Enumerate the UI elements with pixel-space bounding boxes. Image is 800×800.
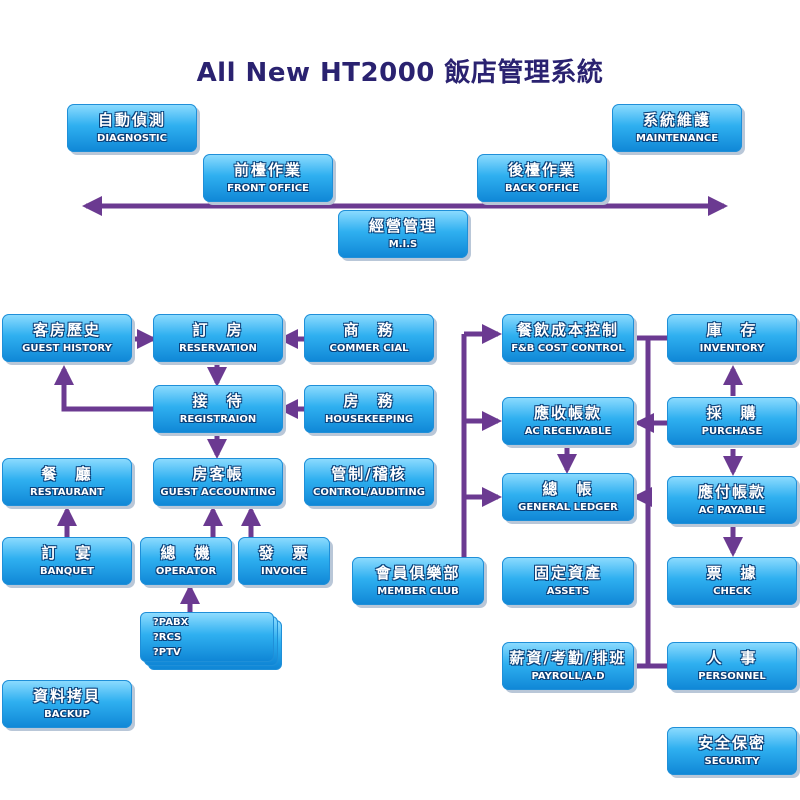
ac-payable-en: AC PAYABLE [698,505,766,516]
payroll-box[interactable]: 薪資/考勤/排班 PAYROLL/A.D [502,642,634,690]
operator-sub-card[interactable]: ?PABX ?RCS ?PTV [140,612,274,662]
housekeeping-box[interactable]: 房 務 HOUSEKEEPING [304,385,434,433]
restaurant-en: RESTAURANT [30,487,104,498]
front-office-en: FRONT OFFICE [227,183,309,194]
diagnostic-box[interactable]: 自動偵測 DIAGNOSTIC [67,104,197,152]
restaurant-box[interactable]: 餐 廳 RESTAURANT [2,458,132,506]
diagnostic-en: DIAGNOSTIC [97,133,167,144]
payroll-zh: 薪資/考勤/排班 [509,649,627,667]
banquet-zh: 訂 宴 [41,544,93,562]
backup-en: BACKUP [44,709,90,720]
control-auditing-en: CONTROL/AUDITING [313,487,425,498]
control-auditing-box[interactable]: 管制/稽核 CONTROL/AUDITING [304,458,434,506]
maintenance-box[interactable]: 系統維護 MAINTENANCE [612,104,742,152]
commercial-box[interactable]: 商 務 COMMER CIAL [304,314,434,362]
registration-zh: 接 待 [192,392,244,410]
page-title: All New HT2000 飯店管理系統 [196,58,604,88]
fb-cost-control-zh: 餐飲成本控制 [516,321,619,339]
security-en: SECURITY [704,756,760,767]
ac-receivable-zh: 應收帳款 [533,404,602,422]
check-zh: 票 據 [706,564,758,582]
personnel-zh: 人 事 [706,649,758,667]
inventory-en: INVENTORY [699,343,765,354]
mis-en: M.I.S [388,239,418,250]
guest-accounting-en: GUEST ACCOUNTING [160,487,276,498]
ptv-label: ?PTV [153,647,181,658]
diagnostic-zh: 自動偵測 [97,111,166,129]
guest-history-box[interactable]: 客房歷史 GUEST HISTORY [2,314,132,362]
member-club-en: MEMBER CLUB [377,586,459,597]
security-zh: 安全保密 [697,734,766,752]
inventory-zh: 庫 存 [706,321,758,339]
security-box[interactable]: 安全保密 SECURITY [667,727,797,775]
arrow-registration-guesthistory [54,365,155,412]
maintenance-en: MAINTENANCE [635,133,719,144]
invoice-box[interactable]: 發 票 INVOICE [238,537,330,585]
fb-cost-control-en: F&B COST CONTROL [511,343,625,354]
payroll-en: PAYROLL/A.D [531,671,605,682]
assets-en: ASSETS [546,586,590,597]
operator-en: OPERATOR [155,566,217,577]
invoice-zh: 發 票 [258,544,310,562]
ac-payable-zh: 應付帳款 [697,483,766,501]
back-office-zh: 後檯作業 [507,161,576,179]
registration-en: REGISTRAION [179,414,257,425]
purchase-zh: 採 購 [706,404,758,422]
assets-zh: 固定資產 [533,564,602,582]
guest-history-en: GUEST HISTORY [22,343,112,354]
ac-receivable-en: AC RECEIVABLE [524,426,612,437]
back-office-box[interactable]: 後檯作業 BACK OFFICE [477,154,607,202]
restaurant-zh: 餐 廳 [41,465,93,483]
housekeeping-en: HOUSEKEEPING [324,414,414,425]
ac-payable-box[interactable]: 應付帳款 AC PAYABLE [667,476,797,524]
ac-receivable-box[interactable]: 應收帳款 AC RECEIVABLE [502,397,634,445]
backup-zh: 資料拷貝 [32,687,101,705]
back-office-en: BACK OFFICE [505,183,579,194]
pabx-label: ?PABX [153,617,189,628]
guest-accounting-zh: 房客帳 [192,465,244,483]
purchase-box[interactable]: 採 購 PURCHASE [667,397,797,445]
control-auditing-zh: 管制/稽核 [331,465,407,483]
front-office-box[interactable]: 前檯作業 FRONT OFFICE [203,154,333,202]
maintenance-zh: 系統維護 [642,111,711,129]
check-box[interactable]: 票 據 CHECK [667,557,797,605]
member-club-zh: 會員俱樂部 [375,564,461,582]
registration-box[interactable]: 接 待 REGISTRAION [153,385,283,433]
fb-cost-control-box[interactable]: 餐飲成本控制 F&B COST CONTROL [502,314,634,362]
reservation-zh: 訂 房 [192,321,244,339]
reservation-en: RESERVATION [179,343,257,354]
operator-box[interactable]: 總 機 OPERATOR [140,537,232,585]
check-en: CHECK [713,586,751,597]
mis-box[interactable]: 經營管理 M.I.S [338,210,468,258]
operator-zh: 總 機 [160,544,212,562]
general-ledger-box[interactable]: 總 帳 GENERAL LEDGER [502,473,634,521]
commercial-en: COMMER CIAL [329,343,409,354]
front-office-zh: 前檯作業 [233,161,302,179]
guest-accounting-box[interactable]: 房客帳 GUEST ACCOUNTING [153,458,283,506]
banquet-box[interactable]: 訂 宴 BANQUET [2,537,132,585]
general-ledger-en: GENERAL LEDGER [518,502,618,513]
guest-history-zh: 客房歷史 [32,321,101,339]
member-club-box[interactable]: 會員俱樂部 MEMBER CLUB [352,557,484,605]
rcs-label: ?RCS [153,632,182,643]
invoice-en: INVOICE [260,566,308,577]
personnel-en: PERSONNEL [698,671,766,682]
inventory-box[interactable]: 庫 存 INVENTORY [667,314,797,362]
personnel-box[interactable]: 人 事 PERSONNEL [667,642,797,690]
general-ledger-zh: 總 帳 [542,480,594,498]
housekeeping-zh: 房 務 [343,392,395,410]
commercial-zh: 商 務 [343,321,395,339]
reservation-box[interactable]: 訂 房 RESERVATION [153,314,283,362]
mis-zh: 經營管理 [368,217,437,235]
banquet-en: BANQUET [39,566,94,577]
backup-box[interactable]: 資料拷貝 BACKUP [2,680,132,728]
purchase-en: PURCHASE [701,426,763,437]
assets-box[interactable]: 固定資產 ASSETS [502,557,634,605]
